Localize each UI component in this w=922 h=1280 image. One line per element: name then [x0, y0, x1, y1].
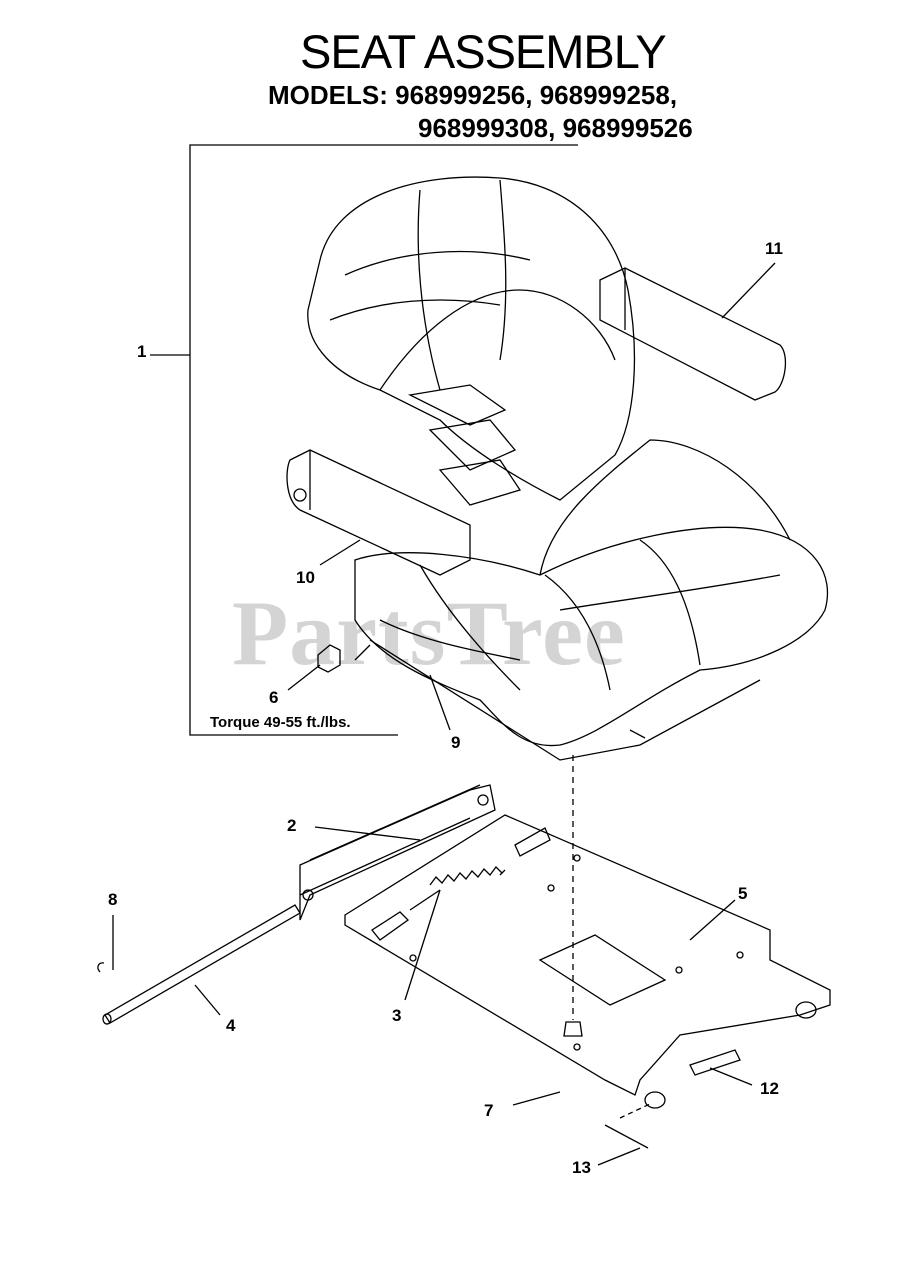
callout-4: 4 — [226, 1016, 236, 1035]
callout-5: 5 — [738, 884, 748, 903]
models-line-2: 968999308, 968999526 — [418, 113, 693, 143]
assembly-bracket — [189, 144, 578, 736]
adjustment-bracket — [299, 784, 496, 921]
callout-13: 13 — [572, 1158, 591, 1177]
callout-12: 12 — [760, 1079, 779, 1098]
knob — [317, 644, 341, 673]
right-armrest — [599, 267, 787, 401]
callout-3: 3 — [392, 1006, 402, 1025]
pin — [689, 1049, 741, 1076]
clip — [97, 962, 105, 973]
rod — [104, 904, 301, 1024]
seat-backrest — [307, 176, 636, 501]
callout-2: 2 — [287, 816, 297, 835]
callout-8: 8 — [108, 890, 118, 909]
watermark: PartsTree — [232, 582, 626, 684]
left-armrest — [286, 449, 471, 576]
callout-10: 10 — [296, 568, 315, 587]
callout-7: 7 — [484, 1101, 494, 1120]
callout-11: 11 — [765, 239, 783, 258]
callout-9: 9 — [451, 733, 461, 752]
models-line-1: MODELS: 968999256, 968999258, — [268, 80, 678, 110]
callout-6: 6 — [269, 688, 279, 707]
callout-1: 1 — [137, 342, 147, 361]
page-title: SEAT ASSEMBLY — [300, 25, 667, 78]
spring — [429, 866, 503, 886]
seat-plate — [344, 814, 831, 1096]
seat-cushion — [354, 526, 829, 747]
torque-note: Torque 49-55 ft./lbs. — [210, 714, 351, 731]
